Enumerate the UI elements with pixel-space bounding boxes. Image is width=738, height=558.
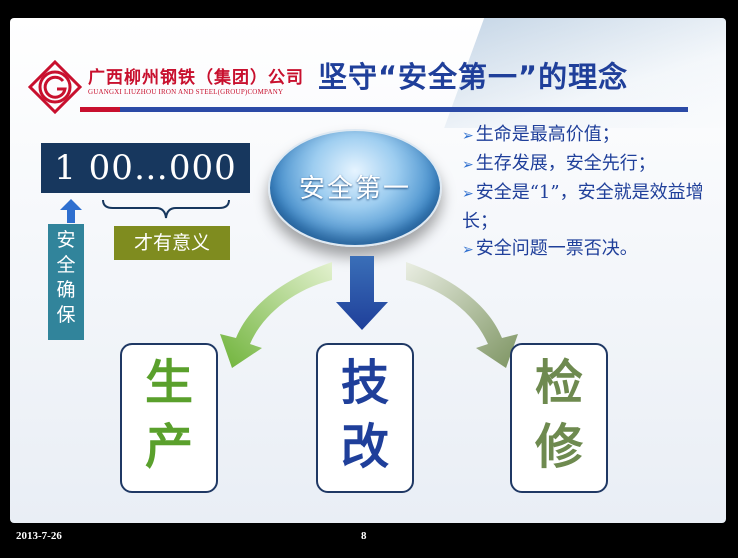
safety-first-label: 安全第一 <box>298 174 411 204</box>
safety-first-button <box>268 129 442 247</box>
bullet-item: ➢安全是“1”，安全就是效益增长； <box>462 179 722 235</box>
title-rule <box>106 107 688 112</box>
company-name-cn: 广西柳州钢铁（集团）公司 <box>88 68 304 88</box>
right-arrow <box>406 262 518 368</box>
safety-guarantee-char: 确 <box>56 279 76 301</box>
safety-guarantee-box: 安 全 确 保 <box>48 224 84 340</box>
production-char: 生 <box>144 355 193 411</box>
company-name-en: GUANGXI LIUZHOU IRON AND STEEL(GROUP)COM… <box>88 88 284 96</box>
company-logo-icon <box>28 60 82 114</box>
slide-title: 坚守“安全第一”的理念 <box>318 60 629 94</box>
bullet-item: ➢安全问题一票否决。 <box>462 235 722 264</box>
bullet-text: 安全问题一票否决。 <box>475 238 638 259</box>
maintenance-box: 检 修 <box>510 343 608 493</box>
safety-guarantee-char: 保 <box>56 304 76 326</box>
up-arrow-icon <box>60 199 82 223</box>
bullet-arrow-icon: ➢ <box>462 242 474 258</box>
meaning-box: 才有意义 <box>114 226 230 260</box>
bullet-arrow-icon: ➢ <box>462 128 474 144</box>
footer-page-number: 8 <box>361 530 367 542</box>
bullet-text: 安全是“1”，安全就是效益增长； <box>462 182 704 232</box>
maintenance-char: 修 <box>534 419 583 475</box>
bullet-item: ➢生命是最高价值； <box>462 121 722 150</box>
bullet-list: ➢生命是最高价值； ➢生存发展，安全先行； ➢安全是“1”，安全就是效益增长； … <box>462 121 722 264</box>
slide: 广西柳州钢铁（集团）公司 GUANGXI LIUZHOU IRON AND ST… <box>10 18 726 523</box>
bullet-arrow-icon: ➢ <box>462 157 474 173</box>
number-box: 1 00…000 <box>41 143 250 193</box>
title-rule-accent <box>80 107 120 112</box>
production-box: 生 产 <box>120 343 218 493</box>
brace-icon <box>102 199 230 219</box>
tech-upgrade-char: 改 <box>340 419 389 475</box>
maintenance-char: 检 <box>534 355 583 411</box>
tech-upgrade-char: 技 <box>340 355 389 411</box>
bullet-arrow-icon: ➢ <box>462 186 474 202</box>
tech-upgrade-box: 技 改 <box>316 343 414 493</box>
down-arrow <box>336 256 388 330</box>
bullet-text: 生存发展，安全先行； <box>475 153 656 174</box>
production-char: 产 <box>144 419 193 475</box>
bullet-text: 生命是最高价值； <box>475 124 620 145</box>
footer-date: 2013-7-26 <box>16 530 62 542</box>
safety-guarantee-char: 安 <box>56 229 76 251</box>
safety-guarantee-char: 全 <box>56 254 76 276</box>
left-arrow <box>220 262 332 368</box>
bullet-item: ➢生存发展，安全先行； <box>462 150 722 179</box>
flow-arrows <box>220 256 518 368</box>
